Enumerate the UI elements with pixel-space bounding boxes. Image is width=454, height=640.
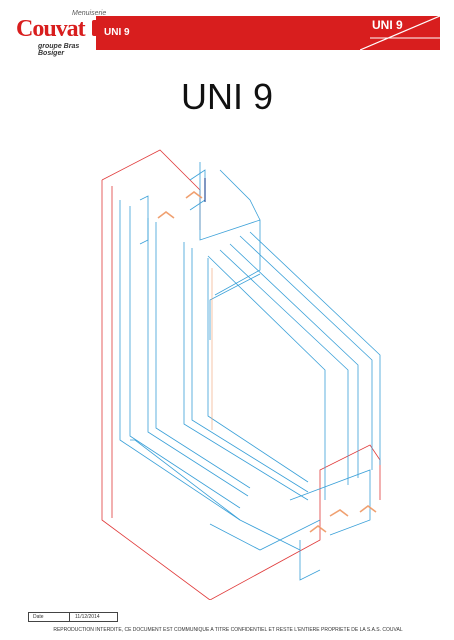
header-band: UNI 9 (96, 16, 440, 50)
logo-main-text: Couvat (16, 16, 86, 42)
header-band-label: UNI 9 (104, 27, 130, 38)
header-tab-label: UNI 9 (372, 18, 403, 32)
header-tab: UNI 9 (359, 15, 441, 51)
page-header: Menuiserie Couvat groupe Bras Bosiger UN… (0, 0, 454, 58)
date-value: 11/12/2014 (75, 614, 100, 620)
date-separator (69, 613, 70, 621)
gaskets (157, 191, 377, 533)
company-logo: Menuiserie Couvat groupe Bras Bosiger (16, 10, 107, 57)
copyright-notice: REPRODUCTION INTERDITE, CE DOCUMENT EST … (53, 627, 403, 633)
page-footer: Date 11/12/2014 REPRODUCTION INTERDITE, … (28, 612, 428, 638)
tab-diagonal-icon (359, 15, 441, 51)
profile-lines (119, 162, 381, 581)
frame-outline (101, 149, 381, 600)
window-profile-drawing (101, 149, 381, 600)
date-label: Date (33, 614, 44, 620)
date-box: Date 11/12/2014 (28, 612, 118, 622)
logo-tagline: groupe Bras Bosiger (38, 43, 80, 57)
page-title: UNI 9 (180, 76, 274, 117)
logo-small-text: Menuiserie (72, 10, 107, 17)
